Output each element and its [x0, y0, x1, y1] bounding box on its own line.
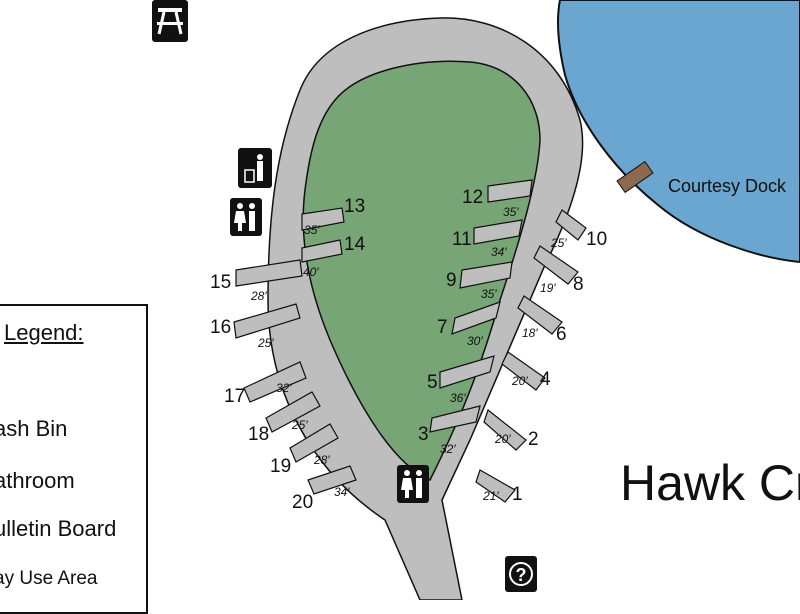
campsite-1-number: 1	[512, 484, 523, 505]
campsite-5-number: 5	[427, 372, 438, 393]
campsite-9-length: 35′	[481, 287, 497, 301]
campsite-1-spur[interactable]	[475, 469, 516, 503]
campsites: 1 21′ 2 20′ 3 32′ 4 20′ 5 36′ 6 18′ 7 30′ 8 19′ 9 35′ 10 25…	[210, 179, 607, 513]
campsite-11-length: 34′	[491, 245, 507, 259]
campsite-16-length: 25′	[257, 336, 274, 350]
campsite-9-number: 9	[446, 270, 457, 291]
campsite-3-spur[interactable]	[429, 405, 481, 433]
campsite-1-length: 21′	[482, 489, 499, 503]
campsite-5-spur[interactable]	[439, 355, 495, 389]
campsite-15-number: 15	[210, 272, 231, 293]
legend-item-bulletin-board: ulletin Board	[0, 516, 117, 541]
campsite-18-number: 18	[248, 424, 269, 445]
campsite-11-number: 11	[452, 229, 472, 250]
campsite-5-length: 36′	[450, 391, 466, 405]
campsite-14-spur[interactable]	[301, 239, 343, 263]
campsite-13-number: 13	[344, 196, 365, 217]
campsite-13-spur[interactable]	[301, 207, 345, 231]
campsite-4-spur[interactable]	[501, 351, 546, 391]
campsite-18-spur[interactable]	[265, 391, 321, 433]
campsite-19-number: 19	[270, 456, 291, 477]
campsite-14-length: 40′	[303, 265, 319, 279]
svg-text:?: ?	[516, 565, 527, 585]
legend-item-bathroom: athroom	[0, 468, 75, 493]
campsite-9-spur[interactable]	[459, 261, 513, 289]
info-icon[interactable]: ?	[505, 556, 537, 592]
campsite-19-spur[interactable]	[289, 423, 339, 463]
hawk-creek-label: Hawk Cre	[620, 455, 800, 511]
campsite-8-spur[interactable]	[533, 245, 579, 285]
campsite-2-length: 20′	[494, 432, 511, 446]
campsite-10-length: 25′	[550, 236, 567, 250]
campsite-15-spur[interactable]	[235, 259, 303, 287]
campsite-20-spur[interactable]	[307, 465, 357, 495]
campsite-18-length: 25′	[291, 418, 308, 432]
campsite-12-spur[interactable]	[487, 179, 533, 203]
restroom-icon[interactable]	[397, 465, 429, 503]
campsite-16-number: 16	[210, 317, 231, 338]
trash-bin-icon[interactable]	[238, 148, 272, 188]
campsite-17-number: 17	[224, 386, 245, 407]
courtesy-dock[interactable]	[616, 160, 654, 194]
campsite-13-length: 35′	[304, 223, 320, 237]
campsite-7-length: 30′	[467, 334, 483, 348]
campsite-2-number: 2	[528, 429, 539, 450]
campsite-17-length: 32′	[276, 381, 292, 395]
campsite-4-number: 4	[540, 369, 551, 390]
campsite-6-spur[interactable]	[517, 295, 563, 335]
campsite-14-number: 14	[344, 234, 366, 255]
grass-area	[302, 60, 541, 481]
legend-item-day-use-area: ay Use Area	[0, 568, 98, 589]
campsite-8-number: 8	[573, 274, 584, 295]
campsite-20-number: 20	[292, 492, 313, 513]
lake	[556, 0, 800, 264]
campground-map: Courtesy Dock 1 21′ 2 20′ 3 32′ 4 20′ 5 36′ 6 18′ 7 3…	[152, 0, 800, 600]
campsite-15-length: 28′	[250, 289, 267, 303]
courtesy-dock-label: Courtesy Dock	[668, 176, 787, 196]
campsite-2-spur[interactable]	[483, 408, 527, 451]
campsite-20-length: 34′	[334, 485, 350, 499]
campsite-16-spur[interactable]	[233, 303, 301, 339]
campsite-12-number: 12	[462, 187, 483, 208]
campsite-10-spur[interactable]	[555, 209, 587, 241]
legend-title: Legend:	[4, 320, 84, 345]
campsite-10-number: 10	[586, 229, 607, 250]
campsite-17-spur[interactable]	[243, 361, 307, 403]
campsite-3-length: 32′	[440, 442, 456, 456]
campsite-8-length: 19′	[540, 281, 556, 295]
legend: Legend: ash Bin athroom ulletin Board ay…	[0, 304, 148, 614]
campsite-3-number: 3	[418, 424, 429, 445]
campsite-12-length: 35′	[503, 205, 519, 219]
legend-item-trash-bin: ash Bin	[0, 416, 68, 441]
campsite-7-number: 7	[437, 317, 448, 338]
campsite-11-spur[interactable]	[473, 219, 523, 245]
campsite-6-number: 6	[556, 324, 567, 345]
campsite-4-length: 20′	[511, 374, 528, 388]
campsite-6-length: 18′	[522, 326, 538, 340]
campsite-19-length: 28′	[313, 453, 330, 467]
campsite-7-spur[interactable]	[451, 301, 501, 335]
restroom-icon[interactable]	[230, 198, 262, 236]
picnic-table-icon[interactable]	[152, 0, 188, 42]
